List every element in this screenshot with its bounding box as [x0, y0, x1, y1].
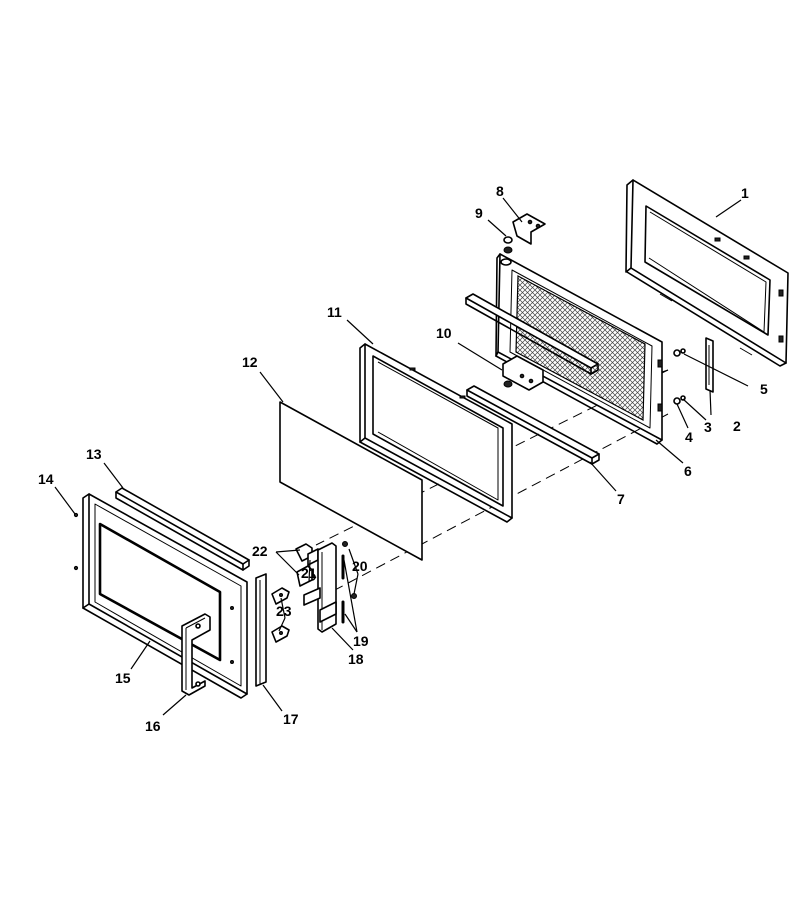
part-17-side-strip	[255, 573, 267, 687]
callout-21: 21	[301, 565, 317, 581]
part-6-inner-frame-mesh	[495, 253, 663, 445]
latch-springs	[341, 541, 357, 624]
part-9-hinge-washer	[500, 236, 513, 266]
part-7-lower-bar	[466, 385, 600, 465]
part-1-outer-door-panel	[625, 179, 789, 367]
callout-9: 9	[475, 205, 483, 221]
small-screws	[673, 348, 686, 405]
part-10-lower-hinge	[502, 355, 544, 391]
upper-crossbar	[465, 293, 599, 375]
part-13-top-strip	[115, 487, 250, 571]
callout-23: 23	[276, 603, 292, 619]
callout-14: 14	[38, 471, 54, 487]
part-15-front-door	[73, 493, 248, 699]
callout-4: 4	[685, 429, 693, 445]
callout-15: 15	[115, 670, 131, 686]
callout-20: 20	[352, 558, 368, 574]
callout-6: 6	[684, 463, 692, 479]
callout-12: 12	[242, 354, 258, 370]
callout-5: 5	[760, 381, 768, 397]
callout-13: 13	[86, 446, 102, 462]
callout-labels: 1 2 3 4 5 6 7 8 9 10 11 12 13 14 15 16 1…	[38, 183, 768, 734]
callout-2: 2	[733, 418, 741, 434]
part-8-upper-hinge	[512, 213, 546, 245]
part-16-handle	[181, 613, 211, 696]
callout-1: 1	[741, 185, 749, 201]
callout-17: 17	[283, 711, 299, 727]
part-2-vertical-strip	[705, 337, 714, 393]
leader-lines	[54, 197, 749, 716]
callout-19: 19	[353, 633, 369, 649]
callout-22: 22	[252, 543, 268, 559]
part-18-latch-bracket	[303, 542, 337, 633]
latch-parts	[271, 543, 319, 643]
callout-7: 7	[617, 491, 625, 507]
part-11-middle-frame	[359, 343, 513, 523]
callout-16: 16	[145, 718, 161, 734]
callout-10: 10	[436, 325, 452, 341]
part-12-glass-pane	[279, 401, 423, 561]
callout-11: 11	[327, 304, 342, 320]
callout-18: 18	[348, 651, 364, 667]
callout-3: 3	[704, 419, 712, 435]
callout-8: 8	[496, 183, 504, 199]
